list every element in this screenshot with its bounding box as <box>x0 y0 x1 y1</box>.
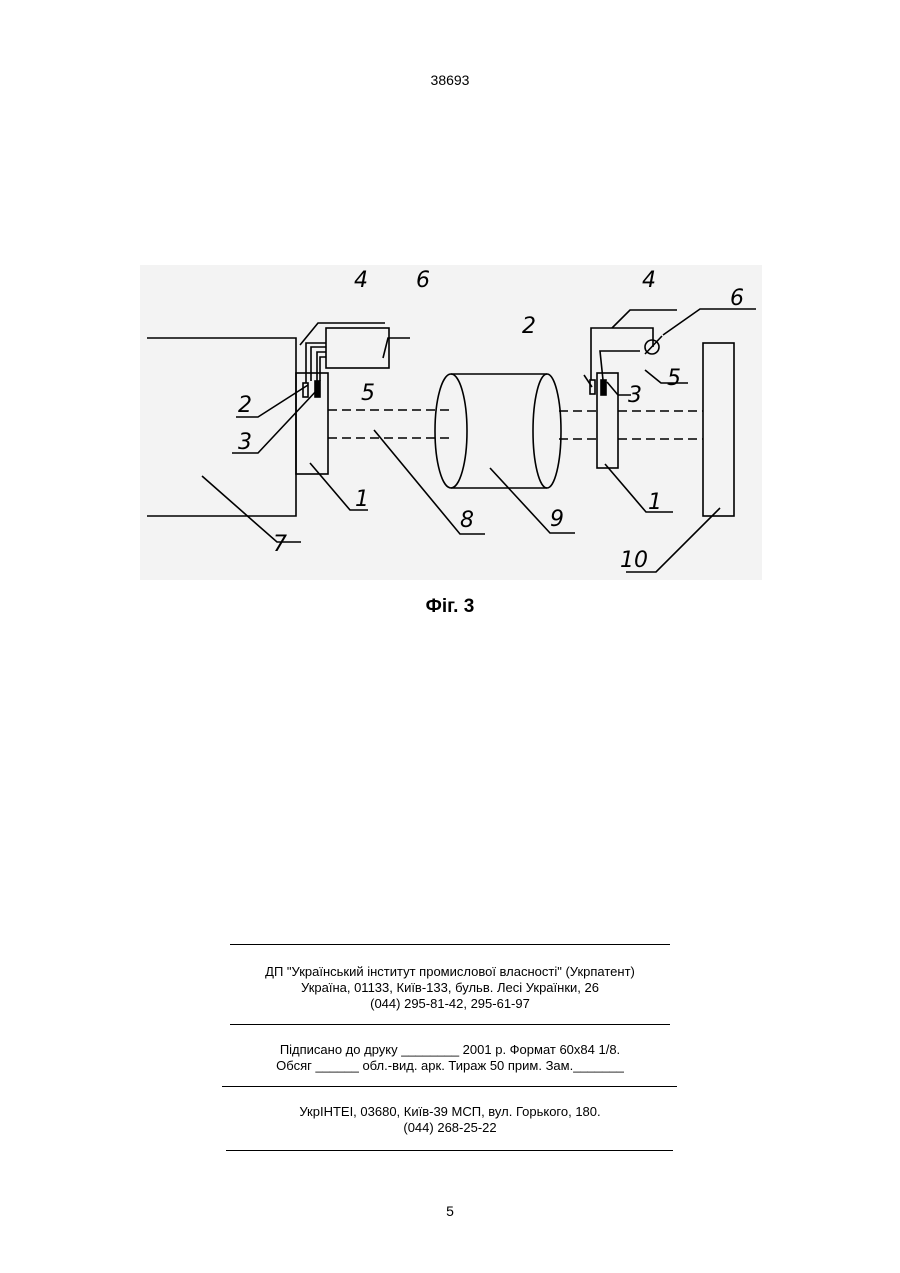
element-2-right <box>590 380 595 394</box>
target-10 <box>703 343 734 516</box>
print-line-1: Підписано до друку ________ 2001 р. Форм… <box>0 1042 900 1058</box>
publisher-line-2: Україна, 01133, Київ-133, бульв. Лесі Ук… <box>0 980 900 996</box>
label-9: 9 <box>550 507 564 532</box>
label-5-left: 5 <box>361 381 375 406</box>
label-2-right: 2 <box>522 314 536 339</box>
label-10: 10 <box>620 548 648 573</box>
element-3-right <box>601 380 606 395</box>
figure-caption: Фіг. 3 <box>0 596 900 618</box>
cylinder-9-front <box>435 374 467 488</box>
divider <box>226 1150 673 1151</box>
label-1-right: 1 <box>648 490 662 515</box>
patent-number: 38693 <box>0 72 900 88</box>
label-1-left: 1 <box>355 487 369 512</box>
publisher-line-3: (044) 295-81-42, 295-61-97 <box>0 996 900 1012</box>
page-number: 5 <box>0 1203 900 1219</box>
object-7-body <box>147 338 296 516</box>
label-3-right: 3 <box>628 383 642 408</box>
label-5-right: 5 <box>667 366 681 391</box>
publisher-line-1: ДП "Український інститут промислової вла… <box>0 964 900 980</box>
device-6-left <box>326 328 389 368</box>
wire-4-left <box>306 343 326 383</box>
printer-line-2: (044) 268-25-22 <box>0 1120 900 1136</box>
divider <box>230 1024 670 1025</box>
label-8: 8 <box>460 508 474 533</box>
label-4-left: 4 <box>354 268 368 293</box>
schematic-diagram: 4 6 5 2 3 1 7 8 9 4 6 2 5 3 1 10 <box>140 265 762 580</box>
holder-1-right <box>597 373 618 468</box>
holder-1-left <box>296 373 328 474</box>
printer-line-1: УкрІНТЕІ, 03680, Київ-39 МСП, вул. Горьк… <box>0 1104 900 1120</box>
figure-3-drawing: 4 6 5 2 3 1 7 8 9 4 6 2 5 3 1 10 <box>140 265 762 580</box>
label-6-left: 6 <box>416 268 430 293</box>
divider <box>222 1086 677 1087</box>
label-6-right: 6 <box>730 286 744 311</box>
print-line-2: Обсяг ______ обл.-вид. арк. Тираж 50 при… <box>0 1058 900 1074</box>
label-4-right: 4 <box>642 268 656 293</box>
divider <box>230 944 670 945</box>
label-2-left: 2 <box>238 393 252 418</box>
label-7: 7 <box>273 532 287 557</box>
label-3-left: 3 <box>238 430 252 455</box>
